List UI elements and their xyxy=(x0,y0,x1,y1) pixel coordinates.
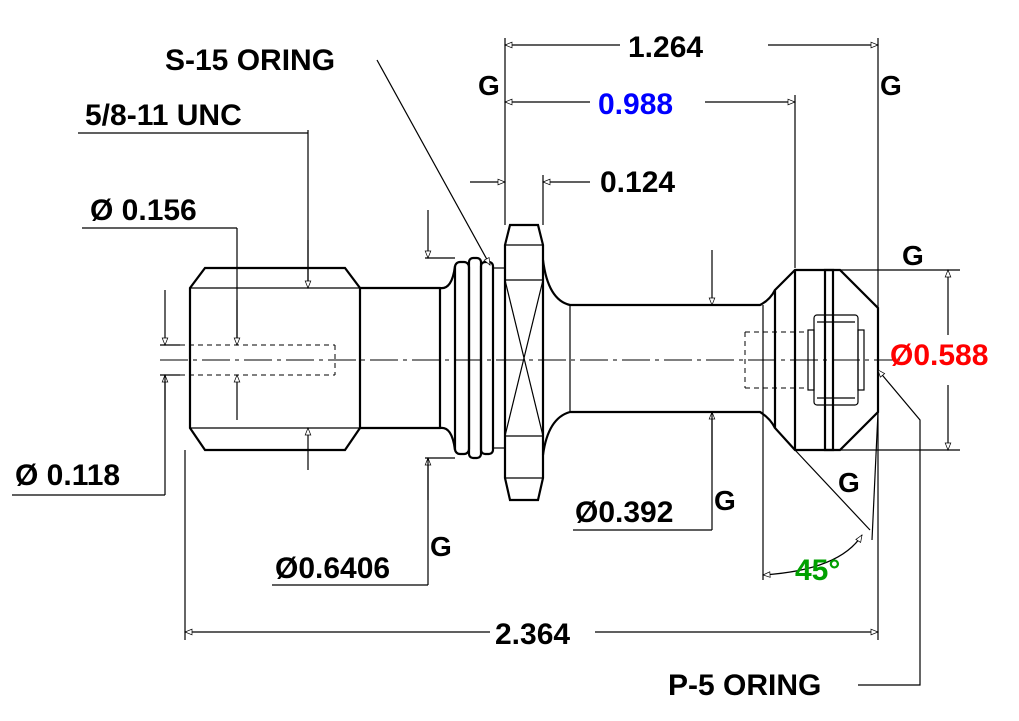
dim-45-angle: 45° xyxy=(795,554,840,587)
dim-0588: Ø0.588 xyxy=(890,339,988,372)
dim-2364: 2.364 xyxy=(495,618,570,651)
extension-lines xyxy=(160,38,960,640)
p5-oring-callout: P-5 ORING xyxy=(668,669,821,702)
part-outline xyxy=(188,223,880,502)
dim-06406: Ø0.6406 xyxy=(275,552,390,585)
s15-oring-callout: S-15 ORING xyxy=(165,44,335,77)
g-mark: G xyxy=(714,485,736,516)
thread-callout: 5/8-11 UNC xyxy=(85,99,242,132)
leaders xyxy=(12,59,921,686)
g-mark: G xyxy=(478,70,500,101)
dim-0118: Ø 0.118 xyxy=(15,459,120,492)
dim-0392: Ø0.392 xyxy=(575,496,673,529)
g-mark: G xyxy=(902,240,924,271)
g-mark: G xyxy=(430,531,452,562)
dim-0124: 0.124 xyxy=(600,166,675,199)
dim-0988: 0.988 xyxy=(598,88,673,121)
hidden-bores xyxy=(180,331,808,389)
dimension-lines xyxy=(161,41,952,636)
g-mark: G xyxy=(838,467,860,498)
dim-1264: 1.264 xyxy=(628,31,703,64)
dim-0156: Ø 0.156 xyxy=(90,194,197,227)
g-mark: G xyxy=(880,70,902,101)
